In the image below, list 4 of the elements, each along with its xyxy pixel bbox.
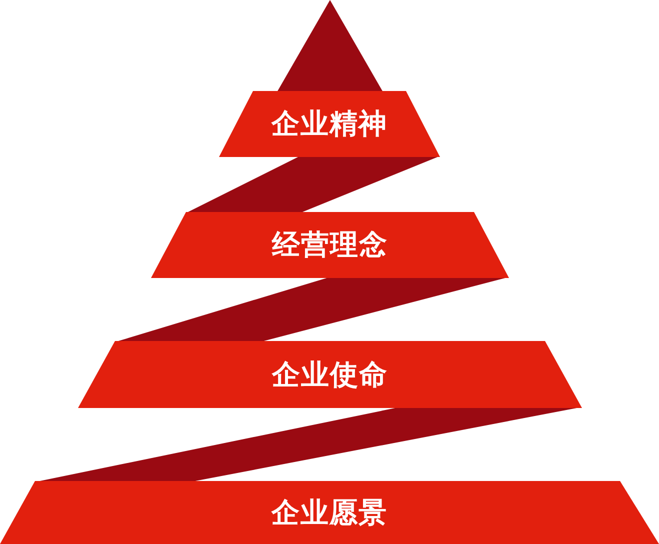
- pyramid-tier: 企业精神: [219, 91, 440, 157]
- pyramid-tier: 企业使命: [78, 341, 582, 408]
- pyramid-tier: 经营理念: [151, 212, 509, 278]
- pyramid-tier: 企业愿景: [0, 481, 659, 544]
